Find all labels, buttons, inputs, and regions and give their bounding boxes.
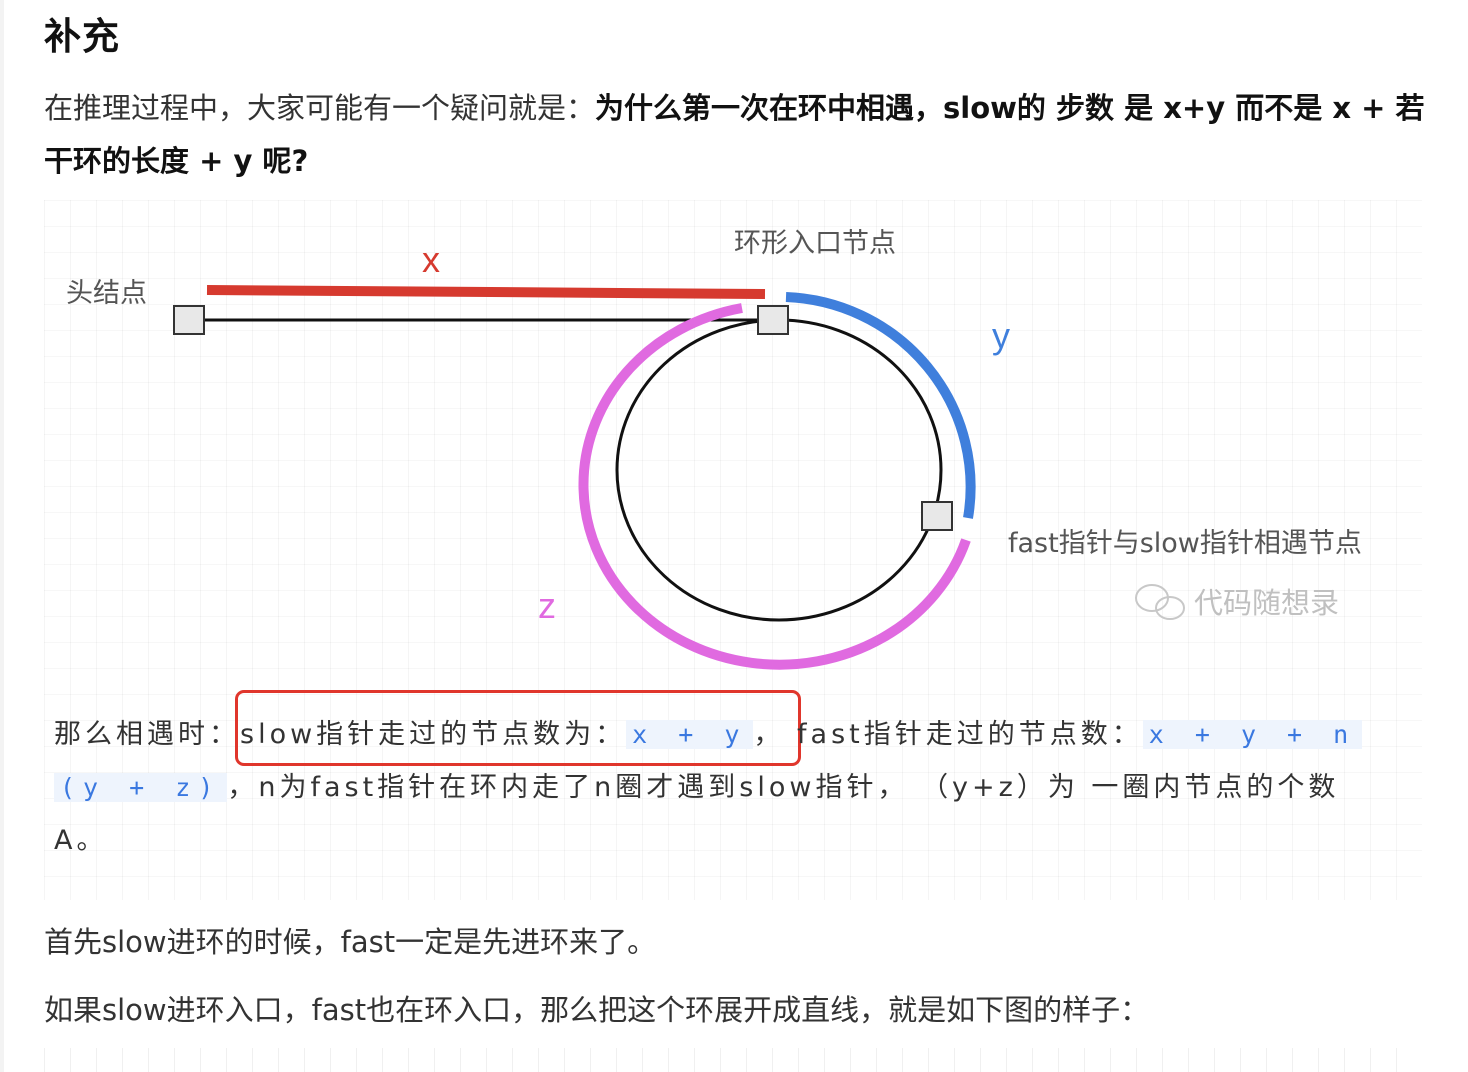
entry-node-label: 环形入口节点 [734, 228, 896, 259]
z-arc [578, 303, 971, 670]
caption-part-5: ，n为fast指针在环内走了n圈才遇到slow指针， [227, 772, 909, 803]
intro-bold-question: 为什么第一次在环中相遇，slow的 步数 是 x+y 而不是 x + 若干环的长… [44, 91, 1425, 178]
head-node-label: 头结点 [66, 278, 147, 309]
code-y-plus-z: (y + z) [54, 773, 228, 802]
left-border [0, 0, 4, 1072]
meet-node-label: fast指针与slow指针相遇节点 [1008, 528, 1362, 559]
code-x-y-n: x + y + n [1142, 720, 1363, 749]
wechat-icon [1135, 584, 1185, 620]
entry-node [757, 305, 789, 335]
figure-caption: 那么相遇时：slow指针走过的节点数为：x + y， fast指针走过的节点数：… [54, 708, 1384, 867]
head-node [173, 305, 205, 335]
watermark-label: 代码随想录 [1194, 586, 1339, 620]
paragraph-3: 如果slow进环入口，fast也在环入口，那么把这个环展开成直线，就是如下图的样… [44, 993, 1150, 1027]
meet-node [921, 501, 953, 531]
paragraph-2: 首先slow进环的时候，fast一定是先进环来了。 [44, 925, 657, 959]
highlight-box [235, 690, 801, 766]
caption-part-2: slow指针走过的节点数为： [240, 719, 627, 750]
z-label: z [538, 585, 556, 626]
x-segment [206, 285, 766, 299]
section-heading: 补充 [44, 15, 120, 58]
y-label: y [992, 315, 1010, 356]
y-arc [785, 292, 976, 519]
intro-prefix: 在推理过程中，大家可能有一个疑问就是： [44, 91, 596, 125]
cycle-circle [615, 318, 943, 622]
next-figure-top [44, 1048, 1422, 1072]
caption-part-3: ， [753, 719, 785, 750]
code-x-plus-y: x + y [626, 720, 754, 749]
caption-part-4: fast指针走过的节点数： [797, 719, 1143, 750]
x-label: x [422, 239, 440, 280]
diagram-figure: x 头结点 z y 环形入口节点 fast指针与slow指针相遇节点 代码随想录… [44, 200, 1422, 900]
caption-part-6: （y+z）为 一圈内节点的个数 A。 [54, 772, 1340, 856]
cycle-diagram: x 头结点 z y 环形入口节点 fast指针与slow指针相遇节点 代码随想录 [66, 228, 1362, 670]
caption-part-1: 那么相遇时： [54, 719, 240, 750]
intro-paragraph: 在推理过程中，大家可能有一个疑问就是：为什么第一次在环中相遇，slow的 步数 … [44, 82, 1444, 188]
